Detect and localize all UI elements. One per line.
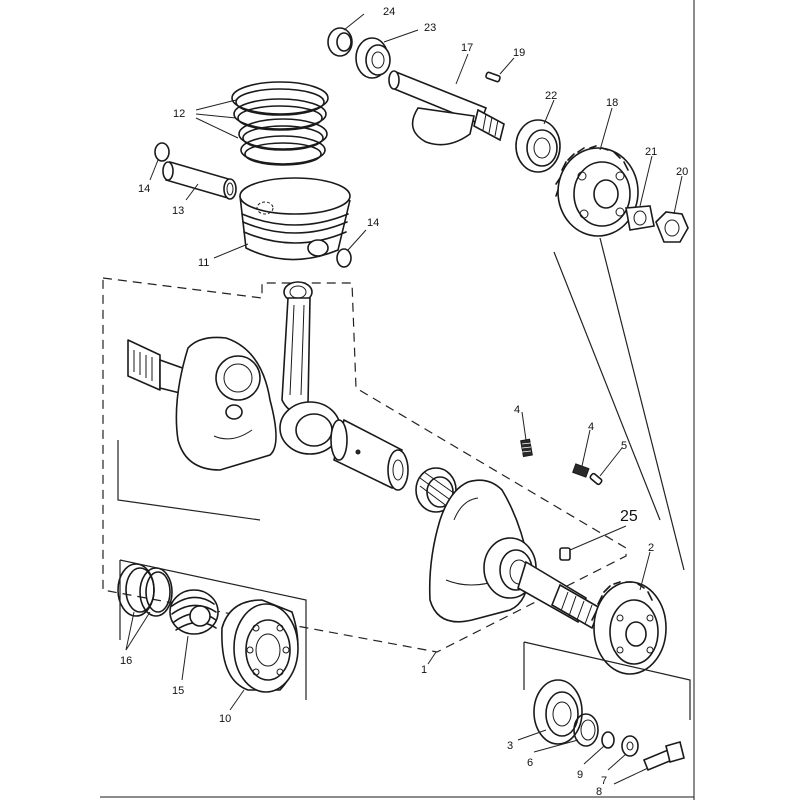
nut-20 — [655, 211, 689, 243]
left-crank-half — [127, 336, 277, 471]
callout-7: 7 — [601, 775, 607, 787]
primary-drive-gear-2 — [591, 581, 667, 675]
callout-25: 25 — [620, 508, 638, 525]
spring-15 — [169, 589, 219, 635]
piston — [239, 177, 351, 261]
callout-19: 19 — [513, 47, 525, 59]
crank-assembly-dashed-outline — [102, 277, 627, 653]
callout-17: 17 — [461, 42, 473, 54]
bracket-lower-left — [119, 559, 307, 700]
mesh-line-a — [553, 251, 661, 521]
bracket-crank-left — [117, 440, 261, 521]
plate-3 — [533, 679, 583, 745]
circlip-left — [154, 142, 170, 162]
pin-5 — [589, 472, 603, 486]
callout-20: 20 — [676, 166, 688, 178]
bolt-8 — [642, 741, 685, 772]
circlips-16 — [117, 563, 173, 617]
right-crank-half — [428, 479, 602, 630]
bearing-22 — [515, 119, 561, 173]
key-19 — [485, 71, 501, 83]
callout-10: 10 — [219, 713, 231, 725]
needle-bearing — [415, 467, 459, 513]
pin-25 — [559, 547, 571, 561]
callout-6: 6 — [527, 757, 533, 769]
callout-11: 11 — [198, 257, 209, 269]
callout-1: 1 — [421, 664, 427, 676]
callout-9: 9 — [577, 769, 583, 781]
callout-24: 24 — [383, 6, 395, 18]
callout-4-right: 4 — [588, 421, 594, 433]
callout-3: 3 — [507, 740, 513, 752]
circlip-right — [336, 248, 352, 268]
callout-14-right: 14 — [367, 217, 379, 229]
bearing-10 — [221, 599, 299, 693]
piston-rings — [231, 81, 329, 166]
mesh-line-b — [599, 237, 685, 571]
balancer-shaft-17 — [388, 70, 505, 146]
spring-right — [572, 463, 590, 478]
lock-washer-21 — [625, 205, 655, 231]
callout-4-upper: 4 — [514, 404, 520, 416]
callout-2: 2 — [648, 542, 654, 554]
callout-12: 12 — [173, 108, 185, 120]
callout-14-left: 14 — [138, 183, 150, 195]
connecting-rod — [279, 281, 341, 455]
oil-seal-24 — [327, 27, 353, 57]
callout-22: 22 — [545, 90, 557, 102]
bracket-lower-right — [523, 641, 691, 720]
callout-15: 15 — [172, 685, 184, 697]
spring-upper — [520, 438, 533, 458]
leader-lines — [125, 13, 683, 785]
crank-pin — [330, 418, 409, 491]
callout-13: 13 — [172, 205, 184, 217]
callout-18: 18 — [606, 97, 618, 109]
callout-21: 21 — [645, 146, 657, 158]
washer-6 — [573, 713, 599, 747]
callout-8: 8 — [596, 786, 602, 798]
callout-16: 16 — [120, 655, 132, 667]
washer-7 — [621, 735, 639, 757]
callout-23: 23 — [424, 22, 436, 34]
washer-9 — [601, 731, 615, 749]
bearing-23 — [355, 37, 391, 79]
balancer-gear-18 — [555, 145, 639, 237]
callout-labels: 24 23 17 19 22 18 21 20 12 14 13 14 11 4… — [120, 6, 688, 798]
piston-pin — [162, 160, 237, 200]
callout-5: 5 — [621, 440, 627, 452]
